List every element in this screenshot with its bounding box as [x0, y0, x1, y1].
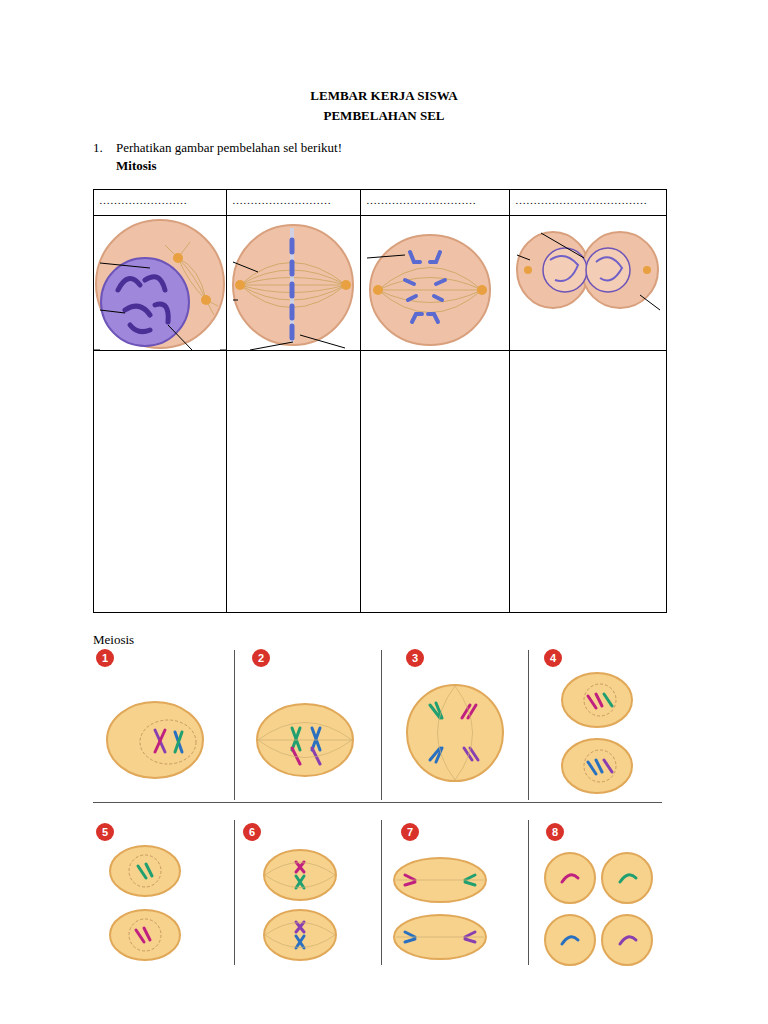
meiosis-chromosomes	[136, 694, 636, 948]
question-number: 1.	[93, 140, 103, 156]
callout-number: 7	[401, 823, 419, 841]
worksheet-subtitle: PEMBELAHAN SEL	[0, 108, 768, 124]
cell-membrane	[96, 220, 224, 348]
callout-number: 3	[406, 649, 424, 667]
section-heading: Meiosis	[93, 632, 134, 648]
leader-lines	[233, 262, 345, 350]
chromosomes	[405, 252, 445, 322]
table-header-blank: ……………………	[99, 194, 187, 206]
table-rule	[93, 350, 666, 351]
cell-membrane	[233, 225, 353, 345]
nucleus	[586, 248, 630, 292]
chromatin	[550, 256, 622, 281]
callout-number: 2	[252, 649, 270, 667]
callout-number: 5	[96, 823, 114, 841]
nucleus	[543, 248, 587, 292]
table-border	[94, 190, 667, 613]
worksheet-title: LEMBAR KERJA SISWA	[0, 88, 768, 104]
table-header-blank: …………………………	[366, 194, 476, 206]
mitosis-table	[93, 189, 667, 613]
callout-number: 1	[96, 649, 114, 667]
meiosis-spindles	[258, 686, 484, 948]
centrosome	[524, 266, 532, 274]
callout-circles	[96, 649, 564, 841]
spindle	[378, 268, 482, 313]
centrosome	[341, 280, 351, 290]
cell-membrane	[370, 235, 490, 345]
table-rule	[509, 189, 510, 612]
centrosome	[201, 295, 211, 305]
leader-lines	[517, 233, 660, 310]
centrosome	[235, 280, 245, 290]
callout-number: 8	[546, 823, 564, 841]
leader-line	[367, 255, 405, 258]
meiosis-grid	[93, 650, 662, 965]
leader-lines	[93, 263, 226, 350]
table-rule	[93, 215, 666, 216]
callout-number: 4	[544, 649, 562, 667]
section-heading: Mitosis	[116, 158, 156, 174]
anaphase-cell	[367, 235, 490, 345]
callout-number: 6	[243, 823, 261, 841]
centrosome	[477, 285, 487, 295]
question-text: Perhatikan gambar pembelahan sel berikut…	[116, 140, 342, 156]
chromosomes	[118, 277, 168, 332]
meiosis-cells	[107, 673, 652, 965]
metaphase-plate	[290, 228, 294, 342]
chromosomes	[290, 240, 295, 338]
table-header-blank: ………………………………	[515, 194, 647, 206]
table-rule	[360, 189, 361, 612]
centrosome	[643, 266, 651, 274]
table-rule	[226, 189, 227, 612]
table-header-blank: ………………………	[232, 194, 331, 206]
prophase-cell	[93, 220, 226, 350]
centrosome	[373, 285, 383, 295]
nuclear-envelopes	[129, 684, 616, 951]
daughter-cell	[582, 232, 658, 308]
centrosome	[173, 253, 183, 263]
telophase-cell	[517, 232, 660, 310]
metaphase-cell	[233, 225, 353, 350]
daughter-cell	[517, 232, 589, 308]
